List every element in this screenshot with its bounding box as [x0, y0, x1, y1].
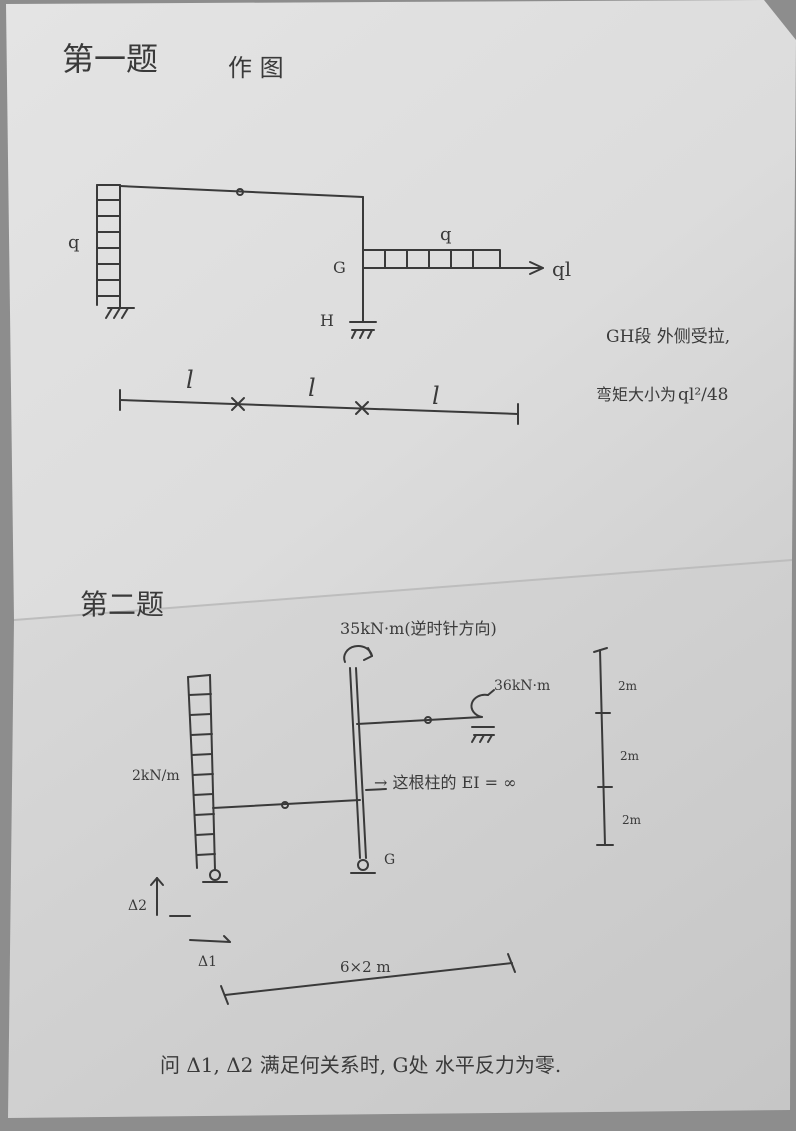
problem1-heading: 第一题: [62, 40, 158, 78]
problem1-subtitle: 作 图: [228, 54, 284, 82]
problem2-vert-dim-3: 2m: [622, 813, 642, 827]
paper-fold: [13, 559, 793, 621]
paper-bottom-half: [8, 560, 792, 1118]
paper-top-half: [6, 0, 796, 620]
problem2-frame: [150, 645, 614, 1005]
problem1-force-label: ql: [552, 257, 571, 281]
problem2-span-label: 6×2 m: [340, 958, 391, 976]
problem2-stiffness-note: → 这根柱的 EI = ∞: [374, 773, 517, 792]
problem2-moment-right: 36kN·m: [494, 678, 550, 694]
problem2-settle-vert: Δ2: [128, 898, 147, 914]
problem2-node-g: G: [384, 852, 395, 868]
problem1-note-line1: GH段 外侧受拉,: [606, 327, 730, 347]
problem1-node-h: H: [320, 311, 334, 330]
problem1-note-line2: 弯矩大小为: [596, 385, 676, 404]
problem1-frame: [96, 184, 544, 425]
problem2-vert-dim-2: 2m: [620, 749, 640, 763]
problem2-distributed-load: 2kN/m: [132, 768, 180, 784]
problem2-vert-dim-1: 2m: [618, 679, 638, 693]
problem1-dim-1: l: [186, 366, 194, 394]
problem2-heading: 第二题: [80, 588, 164, 621]
problem1-note-value: ql²/48: [678, 385, 729, 405]
problem2-settle-horiz: Δ1: [198, 954, 217, 970]
problem1-dim-3: l: [432, 382, 440, 410]
problem1-dim-2: l: [308, 374, 316, 402]
problem1-q-label: q: [68, 232, 80, 253]
problem1-load-label: q: [440, 224, 452, 245]
problem2-question: 问 Δ1, Δ2 满足何关系时, G处 水平反力为零.: [160, 1053, 561, 1077]
problem1-node-g: G: [333, 258, 346, 277]
problem2-moment-top: 35kN·m(逆时针方向): [340, 619, 497, 638]
